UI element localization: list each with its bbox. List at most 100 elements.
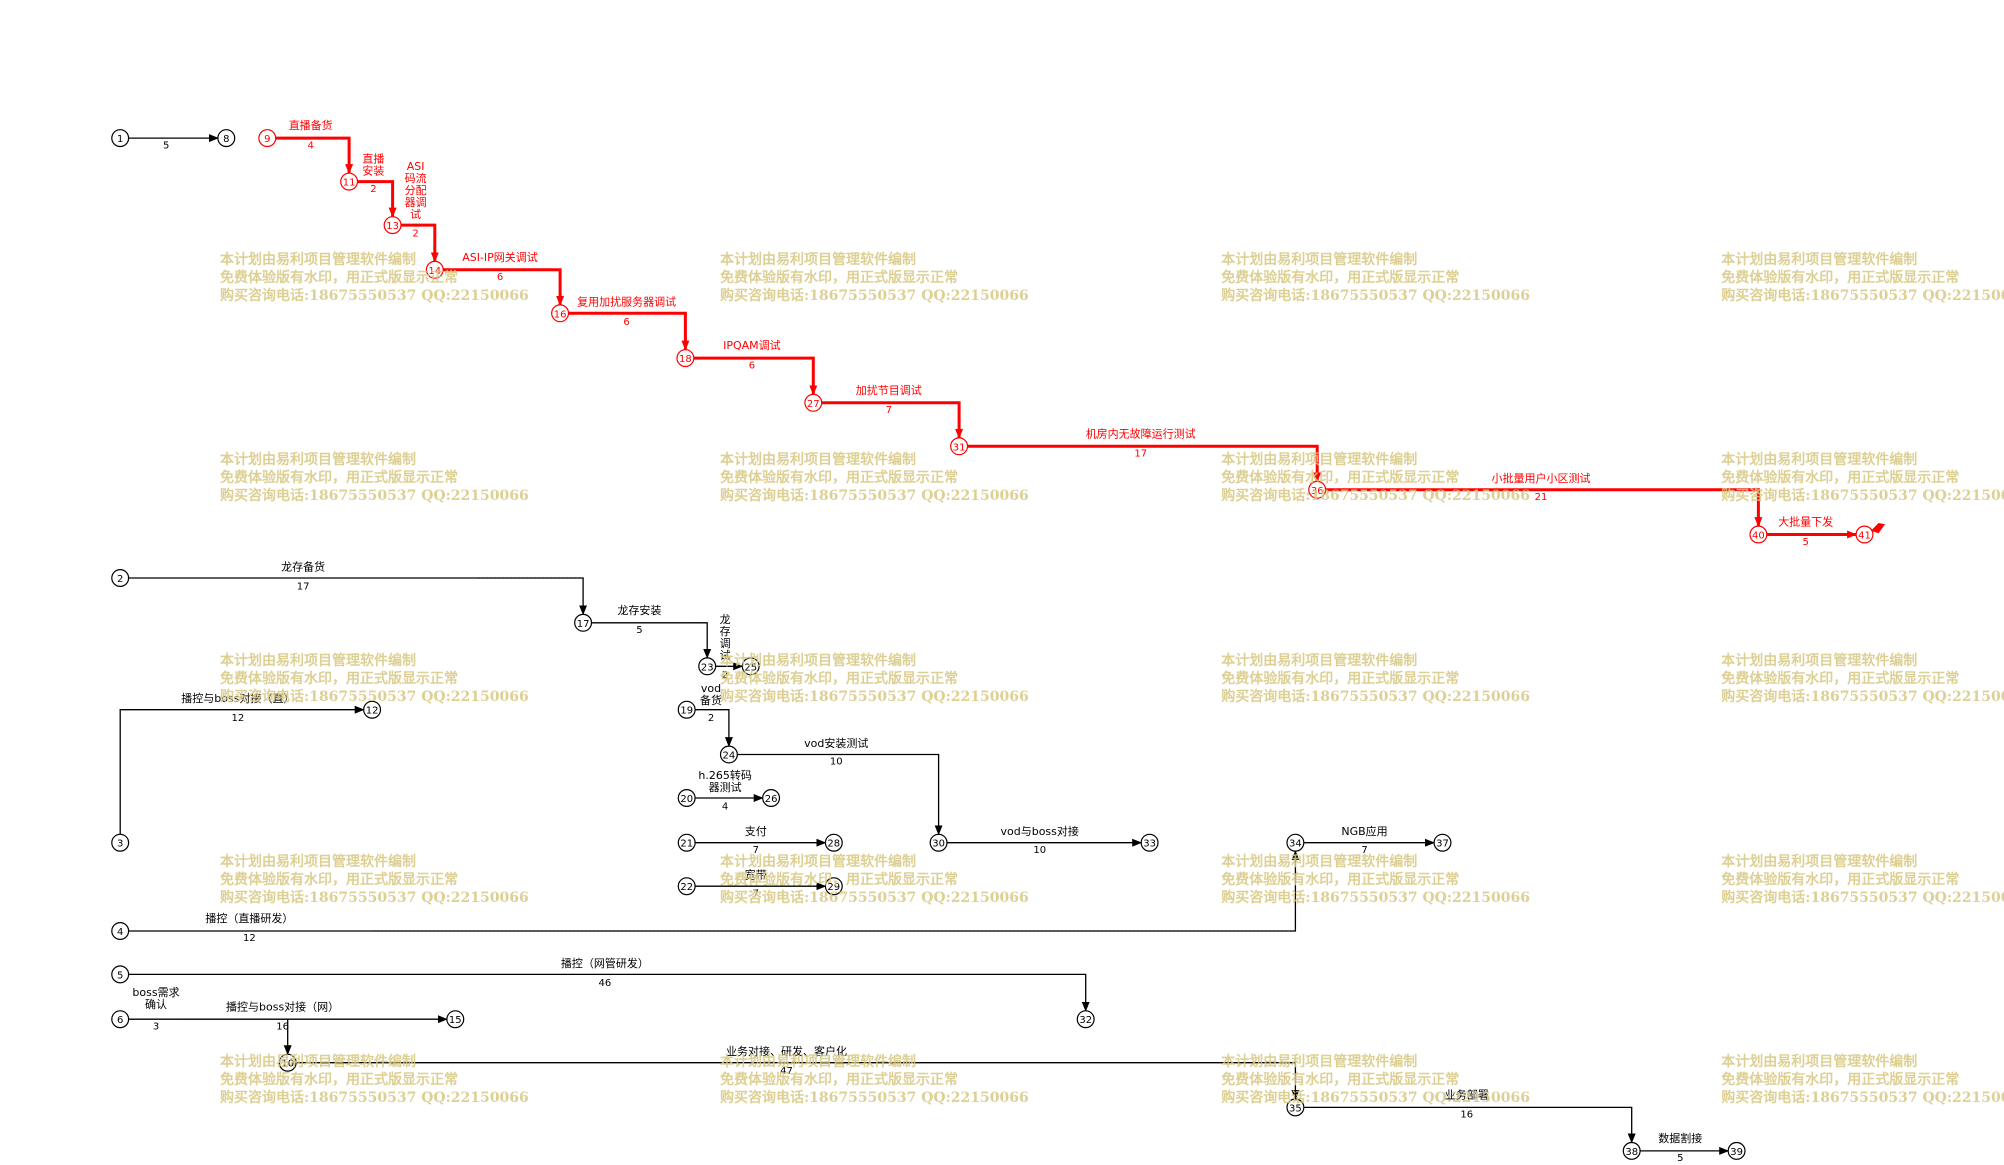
activity-duration-18-27: 6 <box>749 360 755 371</box>
event-node-30: 30 <box>929 833 948 852</box>
event-node-number: 9 <box>264 134 270 145</box>
watermark-line3: 购买咨询电话:18675550537 QQ:22150066 <box>220 689 529 706</box>
activity-name-22-29: 宽带 <box>745 868 767 882</box>
event-node-number: 22 <box>680 882 693 893</box>
activity-duration-31-36: 17 <box>1134 449 1147 460</box>
activity-duration-36-40: 21 <box>1535 492 1548 503</box>
watermark-line1: 本计划由易利项目管理软件编制 <box>1721 251 1918 268</box>
activity-duration-11-13: 2 <box>370 184 376 195</box>
event-node-circle <box>111 833 130 852</box>
event-node-circle <box>111 568 130 587</box>
watermark-line1: 本计划由易利项目管理软件编制 <box>1221 452 1418 469</box>
watermark-line1: 本计划由易利项目管理软件编制 <box>720 854 916 870</box>
watermark-line1: 本计划由易利项目管理软件编制 <box>1721 452 1918 469</box>
activity-duration-30-33: 10 <box>1033 845 1046 856</box>
watermark-line1: 本计划由易利项目管理软件编制 <box>1721 653 1918 670</box>
watermark-line1: 本计划由易利项目管理软件编制 <box>220 1053 416 1070</box>
watermark-line3: 购买咨询电话:18675550537 QQ:22150066 <box>1221 287 1530 304</box>
event-node-number: 3 <box>117 839 123 850</box>
event-node-13: 13 <box>383 216 402 235</box>
watermark-line2: 免费体验版有水印，用正式版显示正常 <box>220 269 458 286</box>
event-node-38: 38 <box>1622 1141 1641 1160</box>
event-node-33: 33 <box>1140 833 1159 852</box>
watermark-text: 本计划由易利项目管理软件编制免费体验版有水印，用正式版显示正常购买咨询电话:18… <box>220 451 529 505</box>
event-node-number: 14 <box>428 266 441 277</box>
event-node-29: 29 <box>824 877 843 896</box>
event-node-35: 35 <box>1286 1098 1305 1117</box>
watermark-line1: 本计划由易利项目管理软件编制 <box>1721 854 1918 870</box>
event-node-circle <box>741 657 760 676</box>
event-node-25: 25 <box>741 657 760 676</box>
activity-duration-16-18: 6 <box>623 317 629 328</box>
watermark-text: 本计划由易利项目管理软件编制免费体验版有水印，用正式版显示正常购买咨询电话:18… <box>1721 251 2004 305</box>
event-node-circle <box>1727 1141 1746 1160</box>
event-node-circle <box>719 745 738 764</box>
watermark-line1: 本计划由易利项目管理软件编制 <box>1221 653 1418 670</box>
event-node-circle <box>1076 1010 1095 1029</box>
event-node-circle <box>1749 525 1768 544</box>
watermark-line3: 购买咨询电话:18675550537 QQ:22150066 <box>1221 890 1530 906</box>
activity-arrow-14-16 <box>443 268 565 306</box>
event-node-19: 19 <box>677 700 696 719</box>
watermark-text: 本计划由易利项目管理软件编制免费体验版有水印，用正式版显示正常购买咨询电话:18… <box>220 1053 529 1107</box>
watermark-line2: 免费体验版有水印，用正式版显示正常 <box>1221 671 1460 688</box>
activity-duration-5-32: 46 <box>599 978 612 989</box>
activity-duration-17-23: 5 <box>636 625 642 636</box>
activity-name-18-27: IPQAM调试 <box>723 339 781 352</box>
activity-duration-14-16: 6 <box>497 272 503 283</box>
activity-name-10-15: 播控与boss对接（网） <box>226 999 339 1013</box>
watermark-line3: 购买咨询电话:18675550537 QQ:22150066 <box>1221 689 1530 706</box>
activity-duration-3-12: 12 <box>232 713 245 724</box>
event-node-circle <box>340 172 359 191</box>
watermark-line3: 购买咨询电话:18675550537 QQ:22150066 <box>220 890 529 906</box>
watermark-text: 本计划由易利项目管理软件编制免费体验版有水印，用正式版显示正常购买咨询电话:18… <box>1721 451 2004 505</box>
activity-name-27-31: 加扰节目调试 <box>856 383 922 397</box>
activity-name-38-39: 数据割接 <box>1658 1131 1702 1145</box>
watermark-line2: 免费体验版有水印，用正式版显示正常 <box>1721 470 1960 487</box>
event-node-16: 16 <box>551 304 570 323</box>
watermark-line2: 免费体验版有水印，用正式版显示正常 <box>220 1071 458 1088</box>
activity-name-35-38: 业务部署 <box>1445 1088 1489 1102</box>
watermark-text: 本计划由易利项目管理软件编制免费体验版有水印，用正式版显示正常购买咨询电话:18… <box>1221 853 1530 907</box>
activity-name-6-10: boss需求确认 <box>132 986 179 1011</box>
event-node-number: 41 <box>1858 531 1871 542</box>
event-node-number: 12 <box>366 706 379 717</box>
watermark-line2: 免费体验版有水印，用正式版显示正常 <box>1721 269 1960 286</box>
event-node-circle <box>111 921 130 940</box>
event-node-1: 1 <box>111 129 130 148</box>
watermark-line1: 本计划由易利项目管理软件编制 <box>720 452 916 469</box>
event-node-6: 6 <box>111 1010 130 1029</box>
activity-duration-9-11: 4 <box>308 140 314 151</box>
event-node-number: 28 <box>827 839 840 850</box>
event-node-15: 15 <box>446 1010 465 1029</box>
event-node-32: 32 <box>1076 1010 1095 1029</box>
event-node-circle <box>762 788 781 807</box>
event-node-39: 39 <box>1727 1141 1746 1160</box>
event-node-4: 4 <box>111 921 130 940</box>
activity-duration-23-25: 2 <box>722 670 728 681</box>
activity-name-30-33: vod与boss对接 <box>1000 824 1078 838</box>
event-node-circle <box>804 393 823 412</box>
event-node-41: 41 <box>1855 525 1874 544</box>
watermark-line2: 免费体验版有水印，用正式版显示正常 <box>1721 872 1960 888</box>
event-node-circle <box>1308 480 1327 499</box>
activity-arrow-5-32 <box>128 973 1090 1012</box>
activity-name-36-40: 小批量用户小区测试 <box>1492 471 1591 485</box>
event-node-number: 4 <box>117 927 123 938</box>
event-node-12: 12 <box>363 700 382 719</box>
activity-arrow-11-13 <box>357 180 397 218</box>
event-node-number: 1 <box>117 134 123 145</box>
event-node-number: 25 <box>744 662 757 673</box>
watermark-line3: 购买咨询电话:18675550537 QQ:22150066 <box>220 488 529 505</box>
event-node-36: 36 <box>1308 480 1327 499</box>
watermark-line3: 购买咨询电话:18675550537 QQ:22150066 <box>1721 890 2004 906</box>
event-node-number: 20 <box>680 794 693 805</box>
activity-duration-19-24: 2 <box>708 713 714 724</box>
event-node-circle <box>363 700 382 719</box>
watermark-line1: 本计划由易利项目管理软件编制 <box>220 653 416 670</box>
event-node-number: 5 <box>117 970 123 981</box>
event-node-11: 11 <box>340 172 359 191</box>
event-node-circle <box>111 965 130 984</box>
activity-name-16-18: 复用加扰服务器调试 <box>577 295 676 309</box>
event-node-number: 40 <box>1752 531 1765 542</box>
